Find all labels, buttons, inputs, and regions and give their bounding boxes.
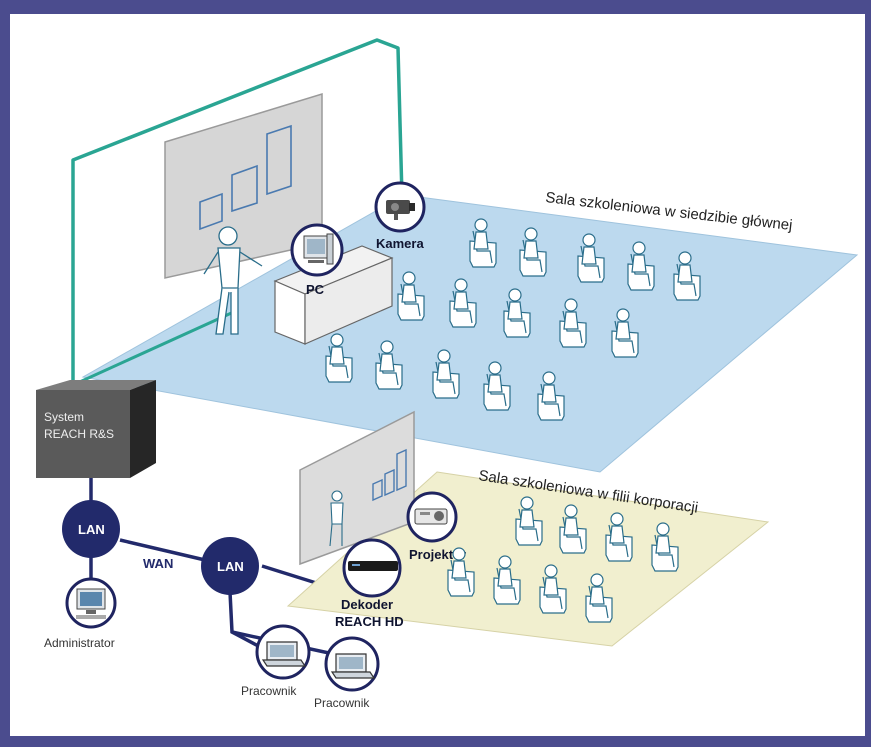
presenter-figure	[203, 226, 263, 335]
worker-2-group	[324, 636, 380, 692]
decoder-icon-group	[342, 538, 402, 598]
camera-icon-group	[374, 181, 426, 233]
camera-label: Kamera	[376, 236, 424, 251]
lan-left-label: LAN	[78, 522, 105, 537]
worker-2-label: Pracownik	[314, 696, 370, 710]
branch-chart-bars	[372, 448, 407, 502]
chart-bar-2	[231, 164, 258, 213]
podium-side	[304, 257, 393, 345]
pc-label: PC	[306, 282, 325, 297]
teal-cable-floor	[72, 308, 239, 387]
decoder-label-line1: Dekoder	[341, 597, 393, 612]
lan-left-node	[62, 500, 120, 558]
system-reach-box	[36, 380, 156, 478]
system-label-line2: REACH R&S	[44, 427, 114, 441]
pc-icon-group	[290, 223, 344, 277]
projector-icon-group	[406, 491, 458, 543]
wan-label: WAN	[143, 556, 173, 571]
lan-right-node	[201, 537, 259, 595]
chart-bar-3	[266, 124, 292, 196]
administrator-label: Administrator	[44, 636, 115, 650]
branch-presenter	[329, 490, 344, 547]
administrator-icon-group	[65, 577, 117, 629]
worker-1-group	[255, 624, 311, 680]
decoder-label-line2: REACH HD	[335, 614, 404, 629]
worker-1-label: Pracownik	[241, 684, 297, 698]
projector-label: Projektor	[409, 547, 466, 562]
lan-right-label: LAN	[217, 559, 244, 574]
teal-cable	[71, 38, 404, 395]
chart-bar-1	[199, 192, 223, 231]
main-room-floor	[81, 194, 859, 473]
system-label-line1: System	[44, 410, 84, 424]
